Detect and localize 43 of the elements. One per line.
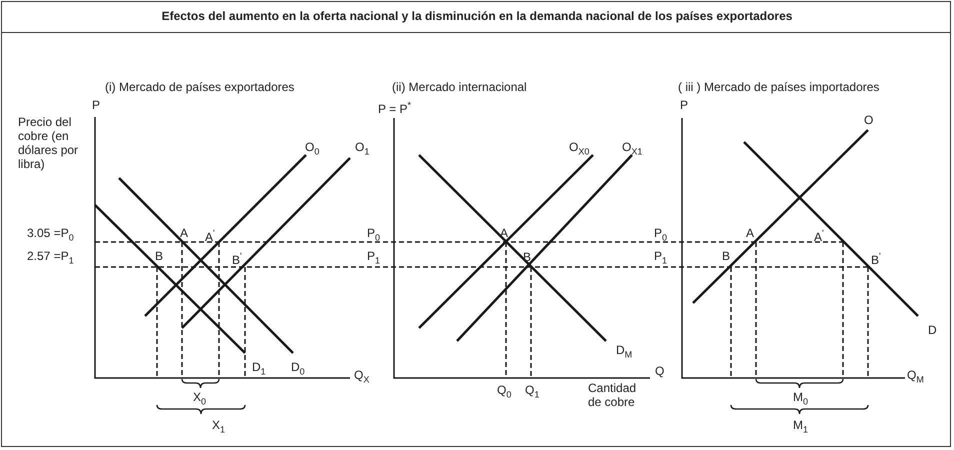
panel-title: (i) Mercado de países exportadores bbox=[105, 80, 294, 94]
quantity-label: Q$_{1}$ bbox=[525, 383, 540, 402]
curve-label: O$_{X1}$ bbox=[622, 140, 642, 158]
point-label: A$^{'}$ bbox=[205, 227, 215, 244]
curve-label: D$_{0}$ bbox=[291, 360, 305, 378]
point-label: A bbox=[500, 226, 508, 240]
axis-label: Q$_{X}$ bbox=[354, 368, 370, 386]
quantity-label: M$_{1}$ bbox=[793, 418, 808, 436]
price-label: P$_{1}$ bbox=[654, 249, 668, 268]
point-label: B$^{'}$ bbox=[232, 250, 242, 267]
panel-title: (ii) Mercado internacional bbox=[392, 80, 527, 94]
axis-label: P = P$^{*}$ bbox=[378, 99, 411, 116]
point-label: B bbox=[722, 249, 730, 263]
axis-label: Q bbox=[655, 364, 664, 378]
curve-label: D$_{M}$ bbox=[616, 343, 632, 362]
price-label: 2.57 =P$_{1}$ bbox=[27, 249, 74, 268]
price-label: P$_{0}$ bbox=[654, 226, 668, 244]
point-label: B bbox=[155, 249, 164, 263]
curve-label: D$_{1}$ bbox=[252, 360, 266, 378]
axis-label: P bbox=[92, 98, 100, 112]
point-label: A$^{'}$ bbox=[814, 227, 824, 244]
quantity-label: Q$_{0}$ bbox=[497, 383, 512, 402]
axis-label: P bbox=[680, 98, 688, 112]
diagram-title: Efectos del aumento en la oferta nacional y la disminución en la demanda nacional de los países exportadores bbox=[162, 9, 792, 23]
price-label: P$_{1}$ bbox=[367, 249, 380, 268]
point-label: A bbox=[746, 226, 754, 240]
price-label: 3.05 =P$_{0}$ bbox=[27, 226, 74, 244]
point-label: B bbox=[523, 250, 532, 264]
curve-label: O bbox=[864, 113, 874, 127]
axis-label: Q$_{M}$ bbox=[907, 368, 924, 386]
point-label: A bbox=[180, 226, 188, 240]
curve-label: D bbox=[928, 323, 937, 337]
curve-label: O$_{0}$ bbox=[305, 140, 320, 158]
quantity-label: M$_{0}$ bbox=[793, 390, 808, 408]
curve-label: O$_{X0}$ bbox=[569, 140, 590, 158]
quantity-label: X$_{0}$ bbox=[193, 390, 206, 408]
panel-title: ( iii ) Mercado de países importadores bbox=[678, 80, 880, 94]
quantity-label: X$_{1}$ bbox=[212, 418, 226, 436]
point-label: B$^{'}$ bbox=[871, 250, 881, 267]
axis-title: Cantidad de cobre bbox=[588, 381, 638, 409]
curve-label: O$_{1}$ bbox=[355, 140, 370, 158]
price-label: P$_{0}$ bbox=[367, 226, 380, 244]
axis-title: Precio del cobre (en dólares por libra) bbox=[18, 115, 80, 171]
